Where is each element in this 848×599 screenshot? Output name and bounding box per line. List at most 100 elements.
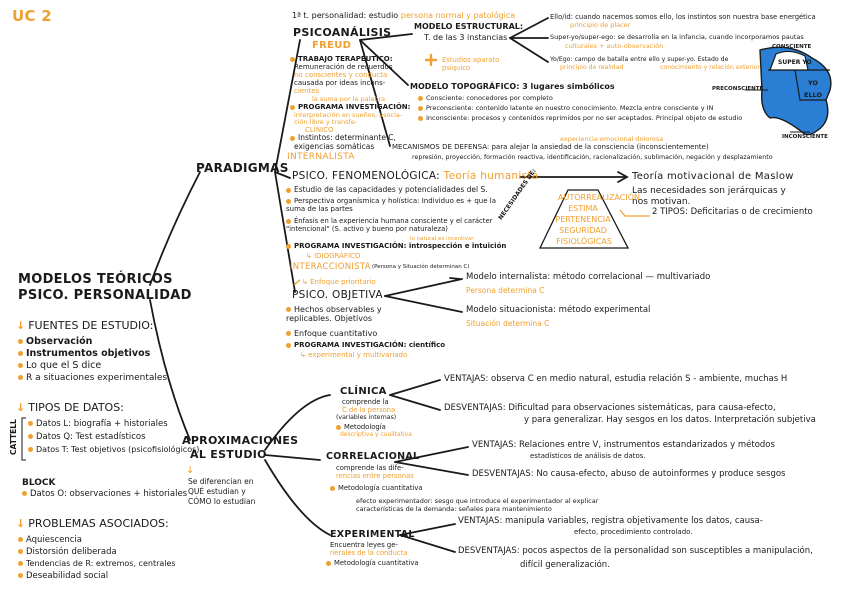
mecanismos-defensa: MECANISMOS DE DEFENSA: para alejar la an… <box>392 143 709 151</box>
maslow-text: Las necesidades son jerárquicas y <box>632 186 786 196</box>
correlacional-ventajas2: estadísticos de análisis de datos. <box>530 452 646 460</box>
objetiva-item: Enfoque cuantitativo <box>286 329 377 339</box>
fuentes-title: FUENTES DE ESTUDIO: <box>16 319 153 332</box>
correlacional-sub: comprende las dife- <box>336 464 404 472</box>
trabajo-text: causada por ideas incons- <box>294 79 386 87</box>
clinica-sub: (variables internas) <box>336 414 397 421</box>
experimental-title: EXPERIMENTAL <box>330 529 415 540</box>
efecto-demanda: características de la demanda: señales p… <box>356 505 552 513</box>
fenomeno-note: lo natural es incentivar <box>410 236 474 242</box>
topo-item: Inconsciente: procesos y contenidos repr… <box>418 114 742 122</box>
experimental-desventajas: DESVENTAJAS: pocos aspectos de la person… <box>458 546 813 556</box>
maslow-tipos: 2 TIPOS: Deficitarias o de crecimiento <box>652 207 813 217</box>
correlacional-desventajas: DESVENTAJAS: No causa-efecto, abuso de a… <box>472 469 786 479</box>
psicoanalisis-first: 1ª t. personalidad: estudio persona norm… <box>292 11 516 20</box>
super-note: culturales + auto-observación <box>565 42 664 50</box>
mecanismos-top: experiencia emocional dolorosa <box>560 135 664 143</box>
modelo-situacionista: Modelo situacionista: método experimenta… <box>466 305 651 315</box>
experimental-met: Metodología cuantitativa <box>326 559 419 568</box>
fuentes-item: Lo que el S dice <box>18 360 101 372</box>
modelo-topografico: MODELO TOPOGRÁFICO: 3 lugares simbólicos <box>410 82 615 91</box>
trabajo-text: cientes <box>294 87 320 95</box>
clinica-desventajas2: y para generalizar. Hay sesgos en los da… <box>524 415 816 425</box>
problemas-title: PROBLEMAS ASOCIADOS: <box>16 517 169 530</box>
objetiva-title: PSICO. OBJETIVA <box>292 289 383 301</box>
iceberg-diagram <box>745 46 832 136</box>
ello-text: Ello/id: cuando nacemos somos ello, los … <box>550 13 816 21</box>
prog-text: interpretación en sueños, asocia- <box>294 111 403 119</box>
fuentes-item: Instrumentos objetivos <box>18 348 150 360</box>
tipos-item: Datos Q: Test estadísticos <box>28 432 146 443</box>
aprox-note: CÓMO lo estudian <box>188 497 256 506</box>
prog-text: ción libre y transfe- <box>294 118 358 126</box>
internalista-sub: Persona determina C <box>466 286 545 295</box>
experimental-sub: Encuentra leyes ge- <box>330 541 398 549</box>
situacionista-sub: Situación determina C <box>466 319 550 328</box>
arrow-down-icon: ↓ <box>186 465 195 476</box>
tipos-item: Datos T: Test objetivos (psicofisiológic… <box>28 445 199 455</box>
internalista-label: INTERNALISTA <box>287 152 355 162</box>
suma-note: la suma por la palabra <box>312 95 386 103</box>
tipos-title: TIPOS DE DATOS: <box>16 401 124 414</box>
correlacional-title: CORRELACIONAL <box>326 451 420 462</box>
yo-note2: conocimiento y relación exterior <box>660 64 761 71</box>
objetiva-item: Hechos observables y replicables. Objeti… <box>286 305 401 324</box>
prog-investigacion: PROGRAMA INVESTIGACIÓN: <box>290 103 410 112</box>
experimental-sub: nerales de la conducta <box>330 549 408 557</box>
efecto-experimentador: efecto experimentador: sesgo que introdu… <box>356 497 599 505</box>
problemas-item: Deseabilidad social <box>18 571 108 582</box>
problemas-item: Tendencias de R: extremos, centrales <box>18 559 176 569</box>
iceberg-yo-label: YO <box>808 79 819 87</box>
instintos: Instintos: determinante C, <box>290 133 396 142</box>
trabajo-text: Remuneración de recuerdos <box>294 63 393 71</box>
pyramid-level: SEGURIDAD <box>559 226 607 235</box>
clinica-title: CLÍNICA <box>340 386 387 397</box>
fuentes-item: R a situaciones experimentales <box>18 373 167 383</box>
fuentes-item: Observación <box>18 336 92 348</box>
pyramid-level: ESTIMA <box>568 204 598 213</box>
clinica-met-note: descriptiva y cualitativa <box>340 431 412 438</box>
aprox-note: Se diferencian en <box>188 477 254 486</box>
modelo-internalista: Modelo internalista: método correlaciona… <box>466 272 711 282</box>
topo-item: Preconsciente: contenido latente en nues… <box>418 104 713 112</box>
branch-paradigmas <box>149 171 201 286</box>
correlacional-sub: rencias entre personas <box>336 472 414 480</box>
aproximaciones-label2: AL ESTUDIO <box>190 448 267 461</box>
block-item: Datos O: observaciones + historiales <box>22 489 187 500</box>
exigencias: exigencias somáticas <box>294 142 375 151</box>
clinica-met: Metodología <box>336 423 386 432</box>
trabajo-text: no conscientes y conducta <box>294 71 388 79</box>
iceberg-consciente: CONSCIENTE <box>772 44 812 50</box>
interaccionista-note: (Persona y Situación determinan C) <box>372 264 470 270</box>
correlacional-met: Metodología cuantitativa <box>330 484 423 493</box>
yo-note: principio de realidad <box>560 64 624 71</box>
clinico-label: CLÍNICO <box>305 126 334 134</box>
fenomeno-item: Énfasis en la experiencia humana conscie… <box>286 217 501 233</box>
objetiva-item: PROGRAMA INVESTIGACIÓN: científico <box>286 341 445 350</box>
cattell-label: CATTELL <box>9 419 18 455</box>
ello-note: principio de placer <box>570 21 631 29</box>
clinica-desventajas: DESVENTAJAS: Dificultad para observacion… <box>444 403 776 413</box>
fenomeno-prog: PROGRAMA INVESTIGACIÓN: introspección e … <box>286 242 506 251</box>
pyramid-level: PERTENENCIA <box>555 215 611 224</box>
modelo-estructural-sub: T. de las 3 instancias <box>424 33 508 42</box>
plus-icon <box>424 53 438 67</box>
corner-title: UC 2 <box>12 7 53 25</box>
block-label: BLOCK <box>22 478 56 488</box>
fenomeno-item: Estudio de las capacidades y potencialid… <box>286 185 488 194</box>
branch-objetiva <box>274 171 296 293</box>
pyramid-level: FISIOLÓGICAS <box>556 237 612 246</box>
maslow-title: Teoría motivacional de Maslow <box>632 171 794 182</box>
aproximaciones-label: APROXIMACIONES <box>182 434 299 447</box>
pyramid-level: AUTORREALIZACIÓN <box>558 193 641 202</box>
experimental-desventajas2: difícil generalización. <box>520 560 610 570</box>
objetiva-prog: ↳ experimental y multivariado <box>300 351 408 359</box>
interaccionista-label: INTERACCIONISTA <box>290 262 371 272</box>
idiografico-label: ↳ IDIOGRÁFICO <box>306 252 361 260</box>
fenomeno-item: Perspectiva organísmica y holística: Ind… <box>286 197 501 214</box>
clinica-ventajas: VENTAJAS: observa C en medio natural, es… <box>444 374 788 384</box>
main-title-line1: MODELOS TEÓRICOS <box>18 272 173 287</box>
main-title-line2: PSICO. PERSONALIDAD <box>18 288 192 303</box>
estudios-aparato: Estudios aparato psíquico <box>442 56 500 72</box>
